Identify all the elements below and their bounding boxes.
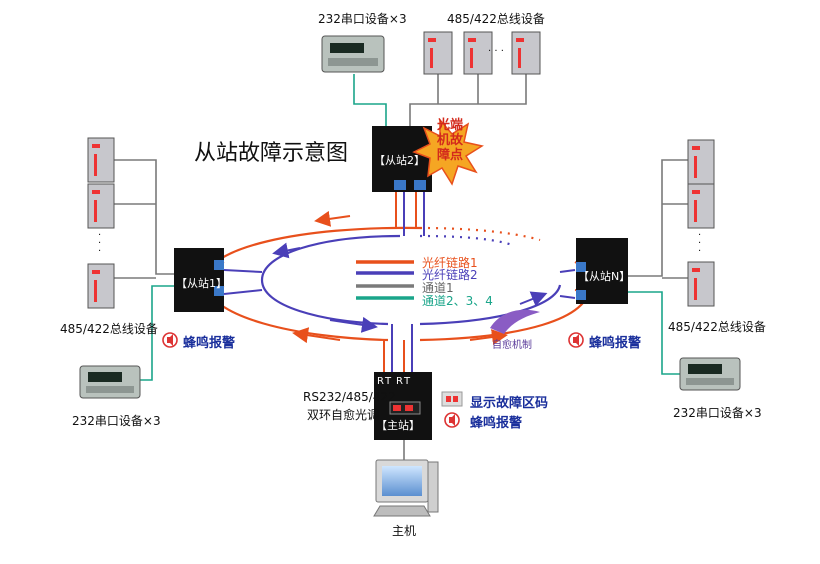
master-desc-line2: 双环自愈光调 bbox=[307, 408, 380, 422]
bus-devices-top bbox=[423, 31, 541, 75]
top-485-label: 485/422总线设备 bbox=[447, 12, 545, 26]
bus-device-bars-top bbox=[428, 38, 524, 68]
legend-channel234: 通道2、3、4 bbox=[422, 294, 493, 308]
left-rs232-label: 232串口设备×3 bbox=[72, 414, 161, 428]
host-label: 主机 bbox=[392, 524, 417, 538]
station-master-box bbox=[374, 372, 432, 440]
diagram-title: 从站故障示意图 bbox=[194, 141, 349, 166]
fault-point-label: 光端机故障点 bbox=[437, 118, 464, 163]
master-beep-alarm: 蜂鸣报警 bbox=[470, 416, 523, 431]
serial-device-left bbox=[79, 365, 141, 399]
serial-device-right bbox=[679, 357, 741, 391]
serial-device-top bbox=[321, 35, 385, 73]
bus-devices-right bbox=[687, 139, 715, 307]
right-485-label: 485/422总线设备 bbox=[668, 320, 766, 334]
fault-burst bbox=[412, 117, 484, 186]
left-beep-alarm: 蜂鸣报警 bbox=[183, 336, 236, 351]
master-fault-code-display: 显示故障区码 bbox=[470, 396, 549, 411]
rt-label-2: T bbox=[385, 376, 392, 387]
rt-label-1: R bbox=[377, 376, 384, 387]
left-ellipsis: · · · bbox=[98, 230, 102, 257]
legend-swatches bbox=[356, 260, 414, 300]
station-top-box bbox=[372, 126, 432, 192]
top-rs232-label: 232串口设备×3 bbox=[318, 12, 407, 26]
top-ellipsis: · · · bbox=[488, 46, 504, 57]
legend-channel1: 通道1 bbox=[422, 281, 454, 295]
right-beep-alarm: 蜂鸣报警 bbox=[589, 336, 642, 351]
station-wires bbox=[204, 192, 591, 372]
bus-devices-left bbox=[87, 137, 115, 309]
speaker-icon-right bbox=[568, 332, 584, 348]
host-computer-icon bbox=[373, 459, 439, 517]
station-master-label: 【主站】 bbox=[376, 419, 420, 432]
self-heal-label: 自愈机制 bbox=[492, 340, 532, 351]
station-right-box bbox=[576, 238, 628, 304]
rt-label-3: R bbox=[396, 376, 403, 387]
legend-fiber2: 光纤链路2 bbox=[422, 268, 478, 282]
station-left-box bbox=[174, 248, 224, 312]
station-right-label: 【从站N】 bbox=[578, 270, 631, 283]
device-lines bbox=[114, 74, 688, 460]
legend-fiber1: 光纤链路1 bbox=[422, 256, 478, 270]
bus-device-bars-right bbox=[692, 146, 700, 300]
rt-label-4: T bbox=[404, 376, 411, 387]
speaker-icon-left bbox=[162, 332, 178, 348]
station-left-label: 【从站1】 bbox=[176, 277, 227, 290]
right-ellipsis: · · · bbox=[698, 230, 702, 257]
right-rs232-label: 232串口设备×3 bbox=[673, 406, 762, 420]
ring-arrows bbox=[272, 210, 548, 345]
master-desc-line1: RS232/485/422 bbox=[303, 390, 396, 404]
left-485-label: 485/422总线设备 bbox=[60, 322, 158, 336]
self-heal-icon bbox=[490, 309, 540, 334]
display-icon-master bbox=[441, 391, 463, 407]
speaker-icon-master bbox=[444, 412, 460, 428]
station-top-label: 【从站2】 bbox=[374, 154, 425, 167]
bus-device-bars-left bbox=[92, 144, 100, 302]
